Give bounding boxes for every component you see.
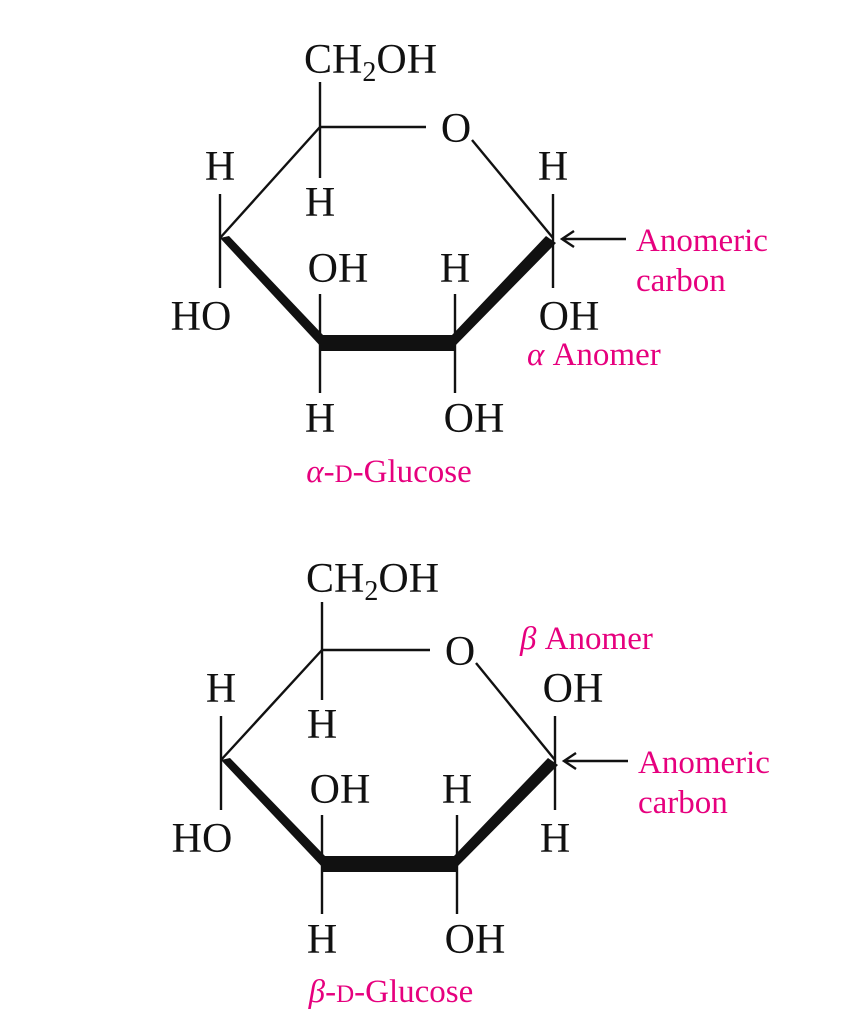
beta-c4-c3-wedge xyxy=(221,758,325,870)
beta-ch2oh-label: CH2OH xyxy=(306,556,439,607)
alpha-c3-c2-wedge xyxy=(320,335,455,351)
beta-c5-c4-bond xyxy=(220,649,323,761)
alpha-ring-oxygen: O xyxy=(441,106,471,152)
alpha-anomeric-arrow xyxy=(559,230,626,248)
alpha-c2-c1-wedge xyxy=(452,236,556,349)
beta-anomeric-label-line1: Anomeric xyxy=(638,745,770,781)
alpha-c1-up-atom: H xyxy=(538,144,568,190)
alpha-c5-c4-bond xyxy=(219,126,321,239)
alpha-c2-up-atom: H xyxy=(440,246,470,292)
beta-c1-up-atom: OH xyxy=(543,666,604,712)
alpha-c5-down-atom: H xyxy=(305,180,335,226)
beta-o-c1-bond xyxy=(475,662,556,761)
beta-anomeric-arrow xyxy=(561,752,628,770)
alpha-anomeric-label-line1: Anomeric xyxy=(636,223,768,259)
beta-c3-down-atom: H xyxy=(307,917,337,963)
beta-c4-down-atom: HO xyxy=(172,816,233,862)
alpha-c1-down-atom: OH xyxy=(539,294,600,340)
beta-glucose-structure: CH2OH O H H OH OH H HO xyxy=(172,556,770,1010)
alpha-anomer-label: α Anomer xyxy=(527,337,661,373)
beta-anomeric-label-line2: carbon xyxy=(638,785,728,821)
alpha-o-c1-bond xyxy=(471,139,554,239)
alpha-glucose-structure: CH2OH O H H H OH H HO xyxy=(171,37,768,490)
beta-c3-c2-wedge xyxy=(322,856,457,872)
beta-c5-down-atom: H xyxy=(307,702,337,748)
beta-c2-up-atom: H xyxy=(442,767,472,813)
alpha-c3-down-atom: H xyxy=(305,396,335,442)
beta-c1-down-atom: H xyxy=(540,816,570,862)
alpha-glucose-name: α-D-Glucose xyxy=(306,454,472,490)
alpha-anomeric-label-line2: carbon xyxy=(636,263,726,299)
beta-glucose-name: β-D-Glucose xyxy=(308,974,474,1010)
alpha-ch2oh-label: CH2OH xyxy=(304,37,437,88)
alpha-c4-up-atom: H xyxy=(205,144,235,190)
beta-c2-c1-wedge xyxy=(454,758,558,870)
alpha-c2-down-atom: OH xyxy=(444,396,505,442)
alpha-c4-c3-wedge xyxy=(220,236,323,349)
beta-ring-oxygen: O xyxy=(445,629,475,675)
beta-anomer-label: β Anomer xyxy=(519,621,653,657)
alpha-c4-down-atom: HO xyxy=(171,294,232,340)
beta-c4-up-atom: H xyxy=(206,666,236,712)
beta-c3-up-atom: OH xyxy=(310,767,371,813)
alpha-c3-up-atom: OH xyxy=(308,246,369,292)
beta-c2-down-atom: OH xyxy=(445,917,506,963)
